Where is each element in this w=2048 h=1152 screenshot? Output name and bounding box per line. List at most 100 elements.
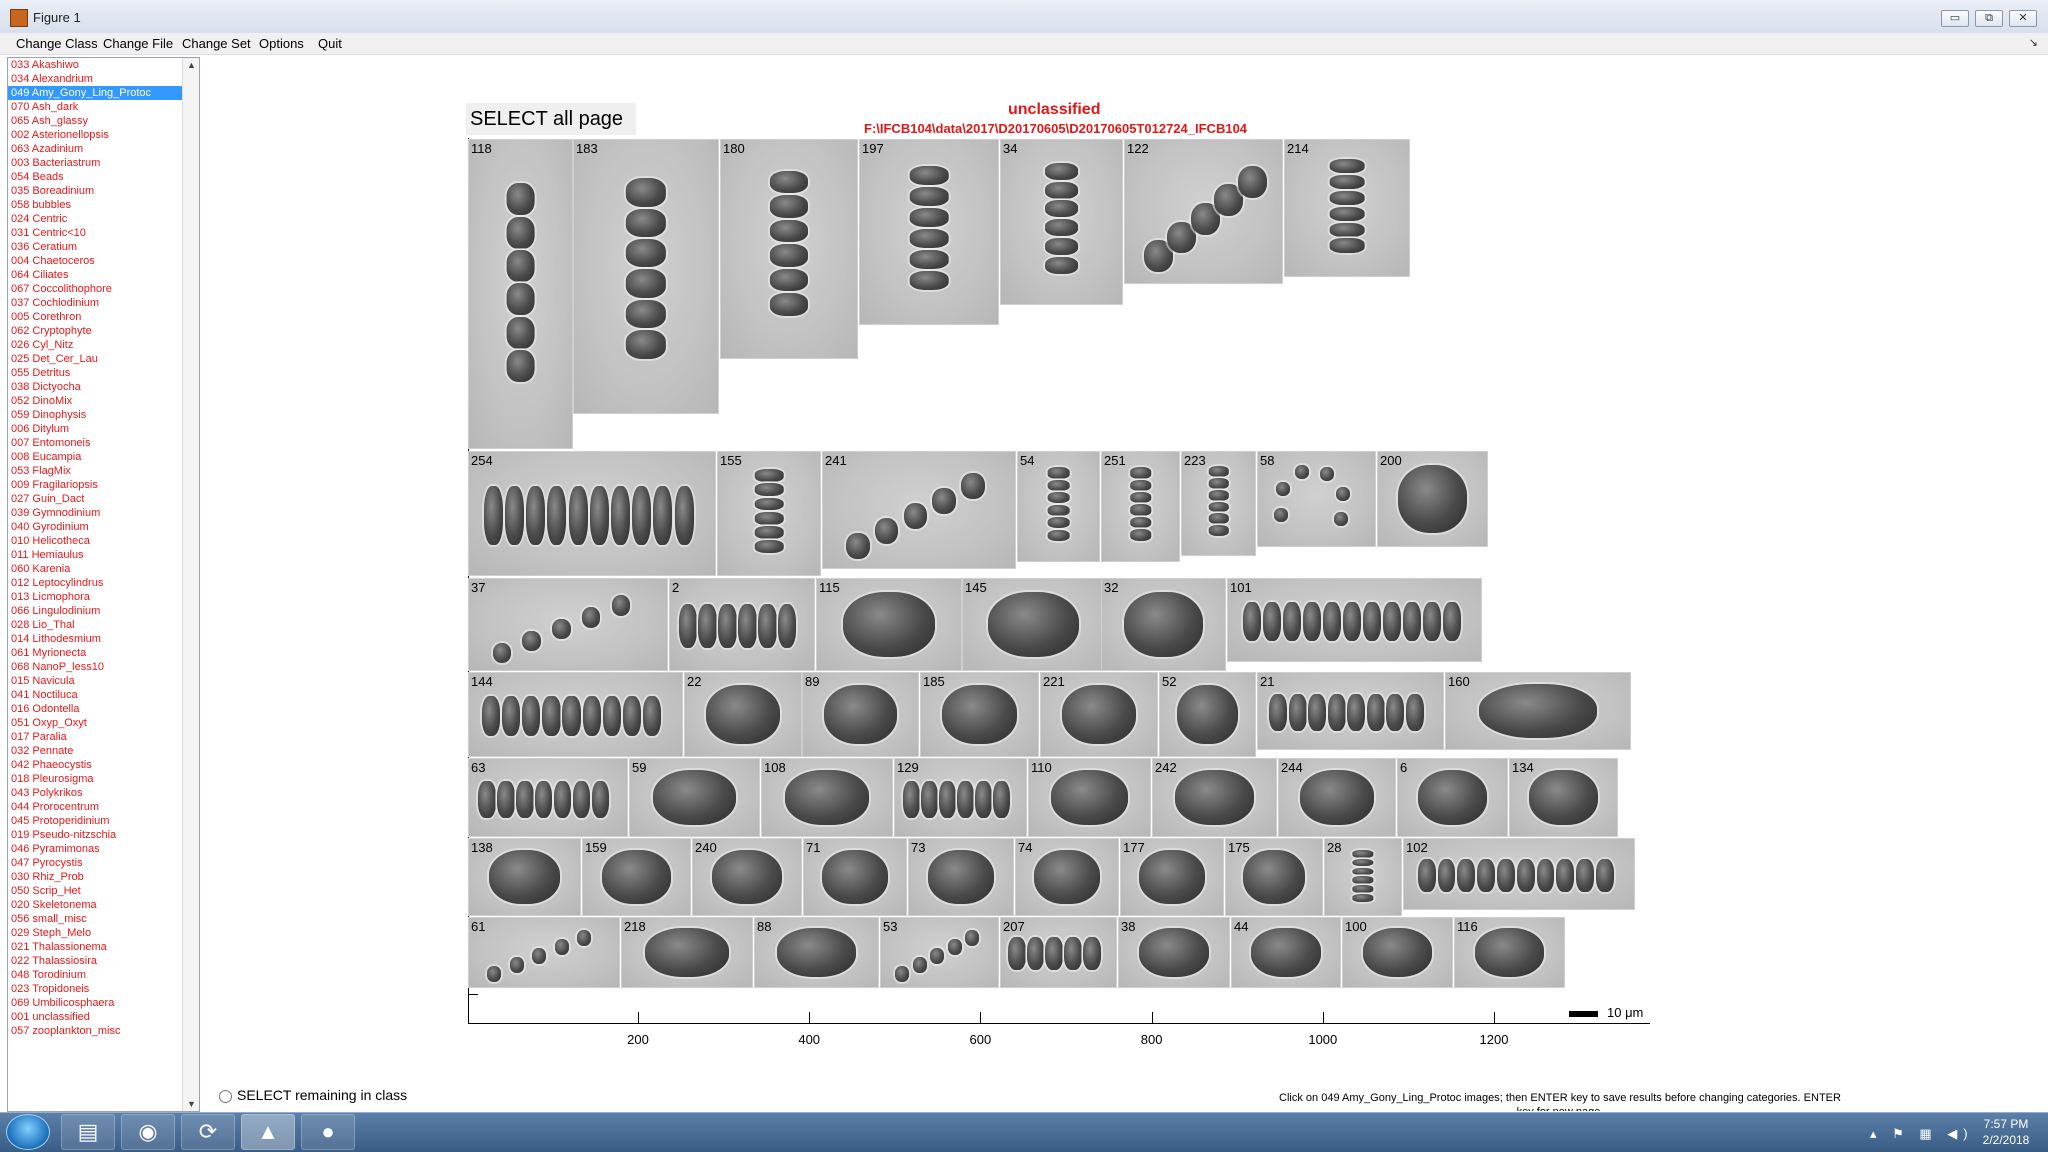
class-item[interactable]: 051 Oxyp_Oxyt — [11, 717, 87, 729]
class-item[interactable]: 016 Odontella — [11, 703, 80, 715]
class-item[interactable]: 070 Ash_dark — [11, 101, 79, 113]
class-item[interactable]: 010 Helicotheca — [11, 535, 90, 547]
class-item[interactable]: 062 Cryptophyte — [11, 325, 92, 337]
class-item[interactable]: 041 Noctiluca — [11, 689, 78, 701]
class-item[interactable]: 043 Polykrikos — [11, 787, 83, 799]
select-all-page-button[interactable]: SELECT all page — [466, 103, 636, 135]
class-item[interactable]: 003 Bacteriastrum — [11, 157, 101, 169]
plankton-image-tile[interactable]: 214 — [1284, 139, 1410, 277]
class-item[interactable]: 063 Azadinium — [11, 143, 84, 155]
class-item[interactable]: 052 DinoMix — [11, 395, 73, 407]
class-item[interactable]: 002 Asterionellopsis — [11, 129, 109, 141]
plankton-image-tile[interactable]: 63 — [468, 758, 628, 837]
class-item[interactable]: 001 unclassified — [11, 1011, 90, 1023]
class-item[interactable]: 018 Pleurosigma — [11, 773, 94, 785]
plankton-image-tile[interactable]: 38 — [1118, 917, 1230, 988]
class-item[interactable]: 009 Fragilariopsis — [11, 479, 98, 491]
class-item[interactable]: 025 Det_Cer_Lau — [11, 353, 98, 365]
sync-app-icon[interactable]: ⟳ — [181, 1114, 235, 1150]
plankton-image-tile[interactable]: 116 — [1454, 917, 1565, 988]
plankton-image-tile[interactable]: 6 — [1397, 758, 1508, 837]
plankton-image-tile[interactable]: 22 — [684, 672, 802, 757]
class-item[interactable]: 033 Akashiwo — [11, 59, 79, 71]
plankton-image-tile[interactable]: 138 — [468, 838, 581, 916]
plankton-image-tile[interactable]: 101 — [1227, 578, 1482, 662]
class-item[interactable]: 057 zooplankton_misc — [11, 1025, 121, 1037]
plankton-image-tile[interactable]: 134 — [1509, 758, 1618, 837]
plankton-image-tile[interactable]: 160 — [1445, 672, 1631, 750]
class-item[interactable]: 017 Paralia — [11, 731, 67, 743]
plankton-image-tile[interactable]: 110 — [1028, 758, 1151, 837]
class-item[interactable]: 069 Umbilicosphaera — [11, 997, 115, 1009]
class-item[interactable]: 040 Gyrodinium — [11, 521, 89, 533]
plankton-image-tile[interactable]: 73 — [908, 838, 1014, 916]
plankton-image-tile[interactable]: 21 — [1257, 672, 1444, 750]
class-item[interactable]: 031 Centric<10 — [11, 227, 86, 239]
class-item[interactable]: 035 Boreadinium — [11, 185, 95, 197]
plankton-image-tile[interactable]: 144 — [468, 672, 683, 757]
plankton-image-tile[interactable]: 251 — [1101, 451, 1180, 562]
select-remaining-radio[interactable] — [219, 1090, 232, 1103]
class-item[interactable]: 028 Lio_Thal — [11, 619, 75, 631]
plankton-image-tile[interactable]: 53 — [880, 917, 999, 988]
class-item[interactable]: 044 Prorocentrum — [11, 801, 100, 813]
plankton-image-tile[interactable]: 71 — [803, 838, 907, 916]
scroll-up-arrow-icon[interactable]: ▲ — [187, 60, 196, 70]
class-item[interactable]: 042 Phaeocystis — [11, 759, 92, 771]
class-item[interactable]: 055 Detritus — [11, 367, 71, 379]
plankton-image-tile[interactable]: 2 — [669, 578, 815, 671]
class-item[interactable]: 027 Guin_Dact — [11, 493, 85, 505]
class-item[interactable]: 006 Ditylum — [11, 423, 70, 435]
plankton-image-tile[interactable]: 88 — [754, 917, 879, 988]
class-item[interactable]: 012 Leptocylindrus — [11, 577, 104, 589]
folder-app-icon[interactable]: ▤ — [61, 1114, 115, 1150]
plankton-image-tile[interactable]: 52 — [1159, 672, 1256, 757]
plankton-image-tile[interactable]: 145 — [962, 578, 1105, 671]
plankton-image-tile[interactable]: 122 — [1124, 139, 1283, 284]
class-item[interactable]: 046 Pyramimonas — [11, 843, 100, 855]
plankton-image-tile[interactable]: 207 — [1000, 917, 1117, 988]
plankton-image-tile[interactable]: 200 — [1377, 451, 1488, 547]
class-item[interactable]: 068 NanoP_less10 — [11, 661, 104, 673]
menu-quit[interactable]: Quit — [318, 36, 342, 51]
plankton-image-tile[interactable]: 100 — [1342, 917, 1453, 988]
dock-arrow-icon[interactable]: ↘ — [2028, 37, 2038, 49]
class-item[interactable]: 053 FlagMix — [11, 465, 71, 477]
plankton-image-tile[interactable]: 185 — [920, 672, 1039, 757]
class-item[interactable]: 022 Thalassiosira — [11, 955, 98, 967]
class-item[interactable]: 011 Hemiaulus — [11, 549, 84, 561]
class-item[interactable]: 023 Tropidoneis — [11, 983, 90, 995]
plankton-image-tile[interactable]: 118 — [468, 139, 573, 449]
system-tray-icons[interactable]: ▴ ⚑ ▦ ◀) — [1870, 1126, 1974, 1141]
class-item[interactable]: 058 bubbles — [11, 199, 71, 211]
class-item[interactable]: 056 small_misc — [11, 913, 87, 925]
plankton-image-tile[interactable]: 102 — [1403, 838, 1635, 910]
class-item[interactable]: 045 Protoperidinium — [11, 815, 110, 827]
plankton-image-tile[interactable]: 32 — [1101, 578, 1226, 671]
plankton-image-tile[interactable]: 108 — [761, 758, 893, 837]
clock-time[interactable]: 7:57 PM — [1983, 1117, 2029, 1131]
class-list-scrollbar[interactable]: ▲ ▼ — [182, 58, 199, 1111]
class-item[interactable]: 026 Cyl_Nitz — [11, 339, 74, 351]
plankton-image-tile[interactable]: 180 — [720, 139, 858, 359]
class-item[interactable]: 032 Pennate — [11, 745, 74, 757]
plankton-image-tile[interactable]: 34 — [1000, 139, 1123, 305]
class-item[interactable]: 021 Thalassionema — [11, 941, 107, 953]
plankton-image-tile[interactable]: 218 — [621, 917, 753, 988]
chrome-app-icon[interactable]: ◉ — [121, 1114, 175, 1150]
start-button[interactable] — [6, 1114, 50, 1150]
plankton-image-tile[interactable]: 59 — [629, 758, 760, 837]
class-item[interactable]: 004 Chaetoceros — [11, 255, 95, 267]
plankton-image-tile[interactable]: 159 — [582, 838, 691, 916]
purple-app-icon[interactable]: ● — [301, 1114, 355, 1150]
class-item[interactable]: 039 Gymnodinium — [11, 507, 101, 519]
plankton-image-tile[interactable]: 115 — [816, 578, 962, 671]
class-item[interactable]: 047 Pyrocystis — [11, 857, 83, 869]
plankton-image-tile[interactable]: 183 — [573, 139, 719, 414]
class-item[interactable]: 020 Skeletonema — [11, 899, 97, 911]
plankton-image-tile[interactable]: 221 — [1040, 672, 1158, 757]
plankton-image-tile[interactable]: 242 — [1152, 758, 1277, 837]
class-item[interactable]: 014 Lithodesmium — [11, 633, 101, 645]
class-item[interactable]: 024 Centric — [11, 213, 68, 225]
